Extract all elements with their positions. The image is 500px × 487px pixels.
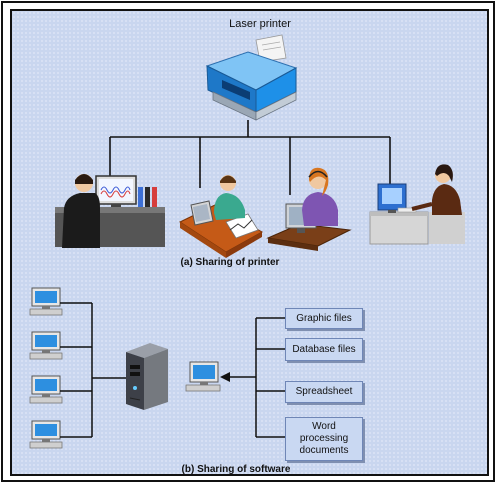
workstation-3 xyxy=(266,167,352,251)
workstation-4 xyxy=(369,164,465,245)
workstation-1 xyxy=(55,174,165,248)
caption-printer-sharing: (a) Sharing of printer xyxy=(181,257,280,268)
client-computer-icon xyxy=(29,420,63,449)
file-label-spreadsheet: Spreadsheet xyxy=(295,386,353,397)
file-box-database: Database files xyxy=(285,338,363,361)
file-label-database: Database files xyxy=(292,343,356,355)
client-computer-icon xyxy=(29,287,63,316)
server-icon xyxy=(126,343,168,410)
file-label-graphic: Graphic files xyxy=(296,312,352,324)
file-box-graphic: Graphic files xyxy=(285,308,363,329)
outer-frame xyxy=(1,1,495,482)
laser-printer-icon xyxy=(205,34,298,121)
client-computer-icon xyxy=(29,331,63,360)
caption-software-sharing: (b) Sharing of software xyxy=(182,464,291,475)
central-computer-icon xyxy=(185,361,221,392)
client-network-lines xyxy=(60,302,126,438)
workstation-2 xyxy=(178,175,264,258)
software-network-lines xyxy=(226,317,285,438)
arrow-head-icon xyxy=(220,372,230,382)
client-computers xyxy=(29,287,63,449)
printer-label: Laser printer xyxy=(229,18,291,30)
printer-network-lines xyxy=(109,120,391,195)
file-box-word: Word processing documents xyxy=(285,417,363,461)
client-computer-icon xyxy=(29,375,63,404)
file-box-spreadsheet: Spreadsheet xyxy=(285,381,363,403)
file-label-word: Word processing documents xyxy=(299,421,349,456)
